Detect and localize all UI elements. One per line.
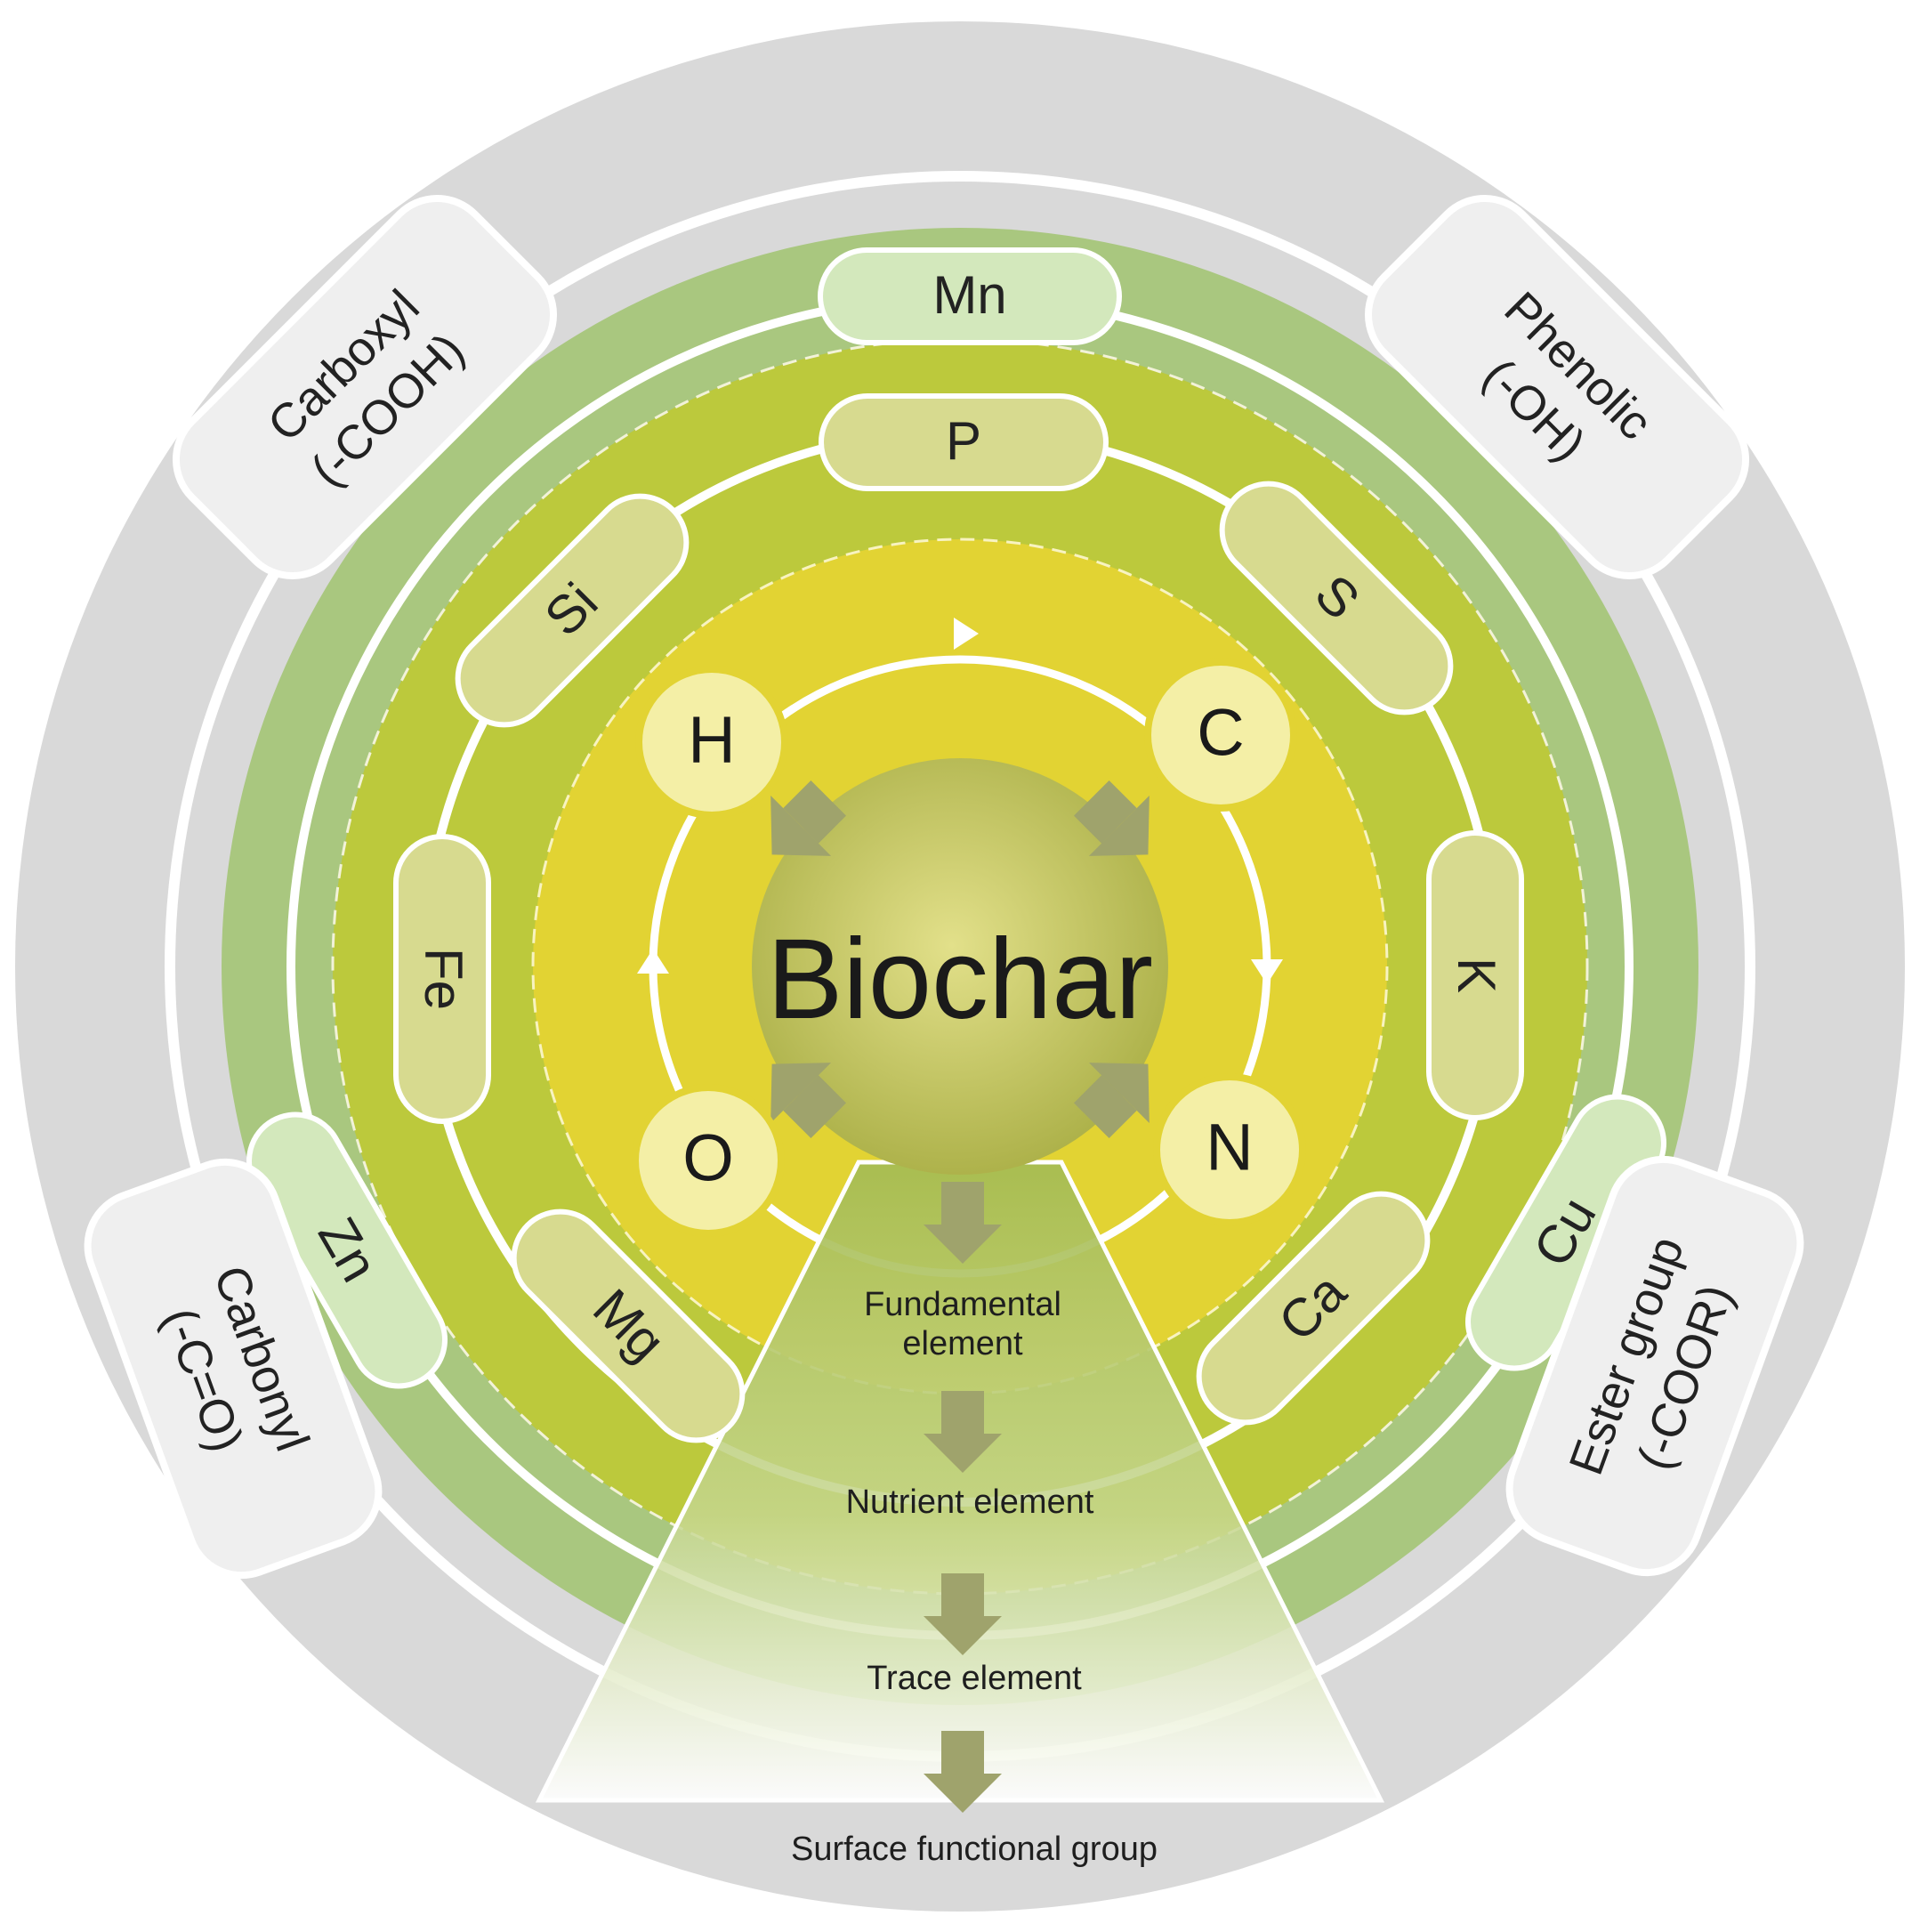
nutrient-pill-mg: Mg bbox=[511, 1209, 746, 1443]
cycle-arrow-top-icon bbox=[954, 618, 979, 650]
nutrient-pill-ca: Ca bbox=[1196, 1191, 1431, 1426]
down-arrow-2-icon bbox=[924, 1391, 1002, 1473]
trace-pill-mn-label: Mn bbox=[932, 265, 1006, 325]
biochar-label: Biochar bbox=[767, 916, 1153, 1043]
nutrient-pill-fe-label: Fe bbox=[414, 948, 473, 1010]
fundamental-node-o-label: O bbox=[682, 1121, 734, 1195]
fundamental-node-h-label: H bbox=[688, 703, 735, 777]
arrow-h-to-center-icon bbox=[770, 780, 847, 856]
fundamental-node-o: O bbox=[632, 1084, 785, 1237]
layer-label-fundamental-line2: element bbox=[902, 1325, 1023, 1362]
fundamental-node-n: N bbox=[1153, 1073, 1306, 1226]
fundamental-node-c: C bbox=[1144, 659, 1297, 812]
trace-pill-zn: Zn bbox=[246, 1112, 448, 1389]
nutrient-pill-fe: Fe bbox=[393, 834, 491, 1124]
arrow-c-to-center-icon bbox=[1073, 780, 1150, 856]
fundamental-node-n-label: N bbox=[1206, 1111, 1253, 1184]
nutrient-pill-p: P bbox=[819, 393, 1109, 491]
surface-pill-ester: Ester group (-COOR) bbox=[1505, 1155, 1804, 1577]
fundamental-node-c-label: C bbox=[1197, 696, 1244, 770]
down-arrow-4-icon bbox=[924, 1731, 1002, 1813]
nutrient-pill-k: K bbox=[1426, 830, 1524, 1120]
layer-label-fundamental-line1: Fundamental bbox=[864, 1286, 1061, 1323]
arrow-n-to-center-icon bbox=[1073, 1063, 1150, 1139]
layer-label-surface: Surface functional group bbox=[791, 1831, 1158, 1868]
cycle-arrow-right-icon bbox=[1251, 959, 1283, 984]
down-arrow-1-icon bbox=[924, 1182, 1002, 1264]
surface-pill-carbonyl: Carbonyl (-C=O) bbox=[84, 1158, 383, 1580]
trace-pill-mn: Mn bbox=[818, 247, 1122, 345]
layer-label-trace: Trace element bbox=[867, 1660, 1082, 1697]
nutrient-pill-si: Si bbox=[455, 493, 690, 728]
nutrient-pill-k-label: K bbox=[1447, 958, 1506, 993]
nutrient-pill-s: S bbox=[1219, 481, 1454, 715]
cycle-arrow-left-icon bbox=[637, 949, 669, 974]
arrow-o-to-center-icon bbox=[770, 1063, 847, 1139]
layer-label-nutrient: Nutrient element bbox=[846, 1483, 1094, 1521]
fundamental-node-h: H bbox=[635, 666, 788, 819]
biochar-core bbox=[752, 758, 1168, 1175]
nutrient-pill-p-label: P bbox=[946, 411, 981, 471]
down-arrow-3-icon bbox=[924, 1573, 1002, 1655]
